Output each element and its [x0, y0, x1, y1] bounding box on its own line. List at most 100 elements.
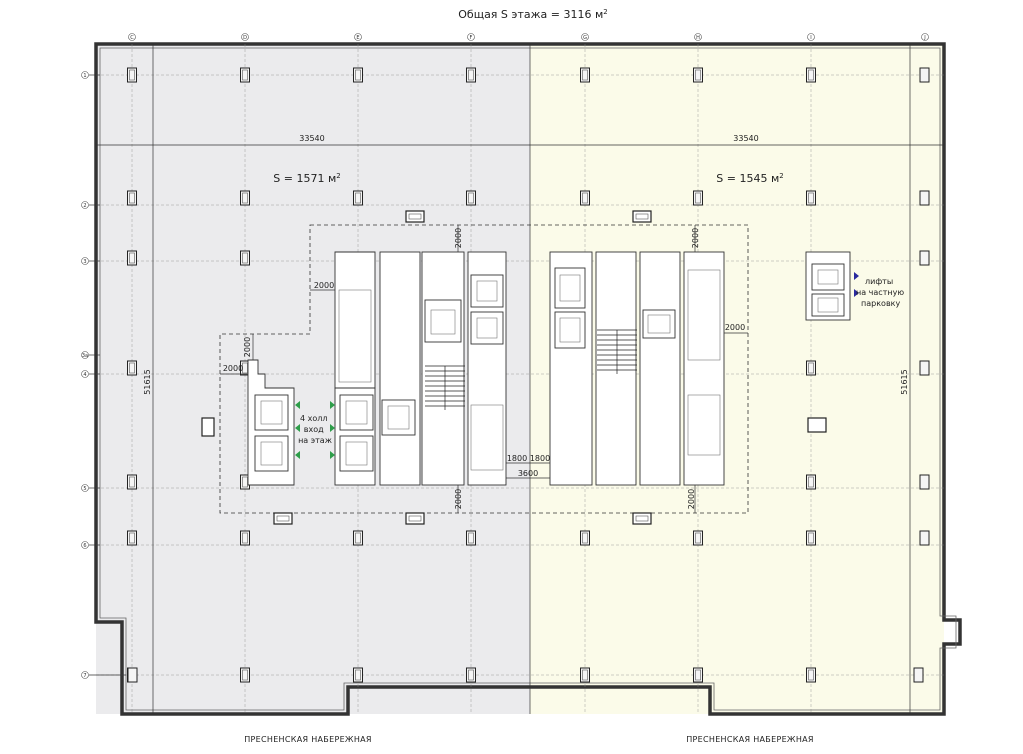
svg-text:J: J [923, 35, 925, 41]
structural-column-core [582, 669, 588, 681]
structural-column-core [129, 252, 135, 264]
structural-column-core [242, 192, 248, 204]
dim-1800-left: 1800 [507, 454, 527, 463]
dim-2000-bottom-left: 2000 [454, 489, 463, 509]
svg-text:3a: 3a [82, 353, 88, 359]
dim-2000-left-lower: 2000 [223, 364, 243, 373]
entrance-markers [295, 401, 335, 459]
structural-column [240, 530, 250, 546]
structural-column [353, 530, 363, 546]
dim-2000-left-vertical: 2000 [243, 337, 252, 357]
structural-column-core [808, 362, 814, 374]
structural-column-core [808, 476, 814, 488]
hall-note: 4 холл вход на этаж [298, 414, 332, 445]
structural-column-core [695, 192, 701, 204]
structural-column [806, 530, 816, 546]
structural-column-core [355, 69, 361, 81]
structural-column [693, 667, 703, 683]
structural-column-core [468, 532, 474, 544]
structural-column [580, 190, 590, 206]
structural-column [127, 474, 137, 490]
structural-column [693, 67, 703, 83]
structural-column-core [695, 532, 701, 544]
structural-column [466, 190, 476, 206]
structural-column-core [242, 252, 248, 264]
structural-column-core [129, 192, 135, 204]
dim-2000-left-upper: 2000 [314, 281, 334, 290]
structural-column [466, 667, 476, 683]
dim-2000-top-left: 2000 [454, 228, 463, 248]
structural-column [353, 190, 363, 206]
svg-text:2: 2 [83, 203, 86, 209]
structural-column [240, 190, 250, 206]
svg-text:F: F [470, 35, 473, 41]
axis-grid [96, 44, 944, 714]
core-right [549, 251, 725, 486]
structural-column-core [242, 362, 248, 374]
street-label-left: ПРЕСНЕНСКАЯ НАБЕРЕЖНАЯ [244, 735, 372, 744]
svg-text:H: H [696, 35, 700, 41]
perimeter-columns [127, 667, 924, 683]
structural-column [353, 667, 363, 683]
left-zone-area: S = 1571 м2 [273, 172, 340, 185]
structural-column-core [355, 669, 361, 681]
structural-column-core [808, 532, 814, 544]
outer-wall [94, 42, 962, 716]
dimension-lines [220, 225, 748, 513]
floor-total-area: Общая S этажа = 3116 м2 [458, 8, 607, 21]
structural-column-core [242, 476, 248, 488]
svg-text:G: G [583, 35, 587, 41]
structural-column-core [468, 192, 474, 204]
height-dimension-left: 51615 [143, 369, 152, 394]
structural-column-core [808, 669, 814, 681]
structural-column [919, 190, 930, 206]
structural-column [466, 67, 476, 83]
row-axis-markers: 1 2 3 3a 4 5 6 7 [81, 71, 126, 679]
structural-column [353, 67, 363, 83]
structural-column [580, 667, 590, 683]
structural-column [466, 530, 476, 546]
height-dimension-right: 51615 [900, 369, 909, 394]
svg-text:7: 7 [83, 673, 86, 679]
structural-column [580, 530, 590, 546]
structural-column [693, 190, 703, 206]
structural-column-core [129, 69, 135, 81]
structural-column [127, 190, 137, 206]
structural-column [580, 67, 590, 83]
structural-column [919, 67, 930, 83]
svg-text:C: C [130, 35, 134, 41]
svg-text:6: 6 [83, 543, 86, 549]
structural-column [919, 474, 930, 490]
structural-column-core [129, 476, 135, 488]
structural-column-core [468, 69, 474, 81]
structural-column-core [695, 69, 701, 81]
dim-1800-right: 1800 [530, 454, 550, 463]
structural-column [240, 67, 250, 83]
parking-lift-markers [854, 272, 859, 297]
structural-column-core [242, 532, 248, 544]
core-shafts [201, 210, 827, 525]
structural-column [806, 667, 816, 683]
structural-column [240, 250, 250, 266]
parking-lift-block [805, 251, 851, 321]
core-boundary [219, 224, 749, 514]
structural-column-core [242, 69, 248, 81]
structural-column [806, 360, 816, 376]
structural-column-core [355, 192, 361, 204]
structural-column [806, 190, 816, 206]
svg-text:4: 4 [83, 372, 86, 378]
structural-column [240, 667, 250, 683]
svg-text:I: I [810, 35, 811, 41]
structural-column [806, 67, 816, 83]
structural-column [127, 530, 137, 546]
structural-column-core [808, 192, 814, 204]
structural-column [127, 250, 137, 266]
structural-column-core [129, 532, 135, 544]
street-label-right: ПРЕСНЕНСКАЯ НАБЕРЕЖНАЯ [686, 735, 814, 744]
parking-lifts-note: лифты на частную парковку [856, 277, 907, 308]
structural-column-core [242, 669, 248, 681]
width-dimension-right: 33540 [733, 134, 758, 143]
dim-3600: 3600 [518, 469, 538, 478]
inner-wall-line [99, 47, 957, 711]
